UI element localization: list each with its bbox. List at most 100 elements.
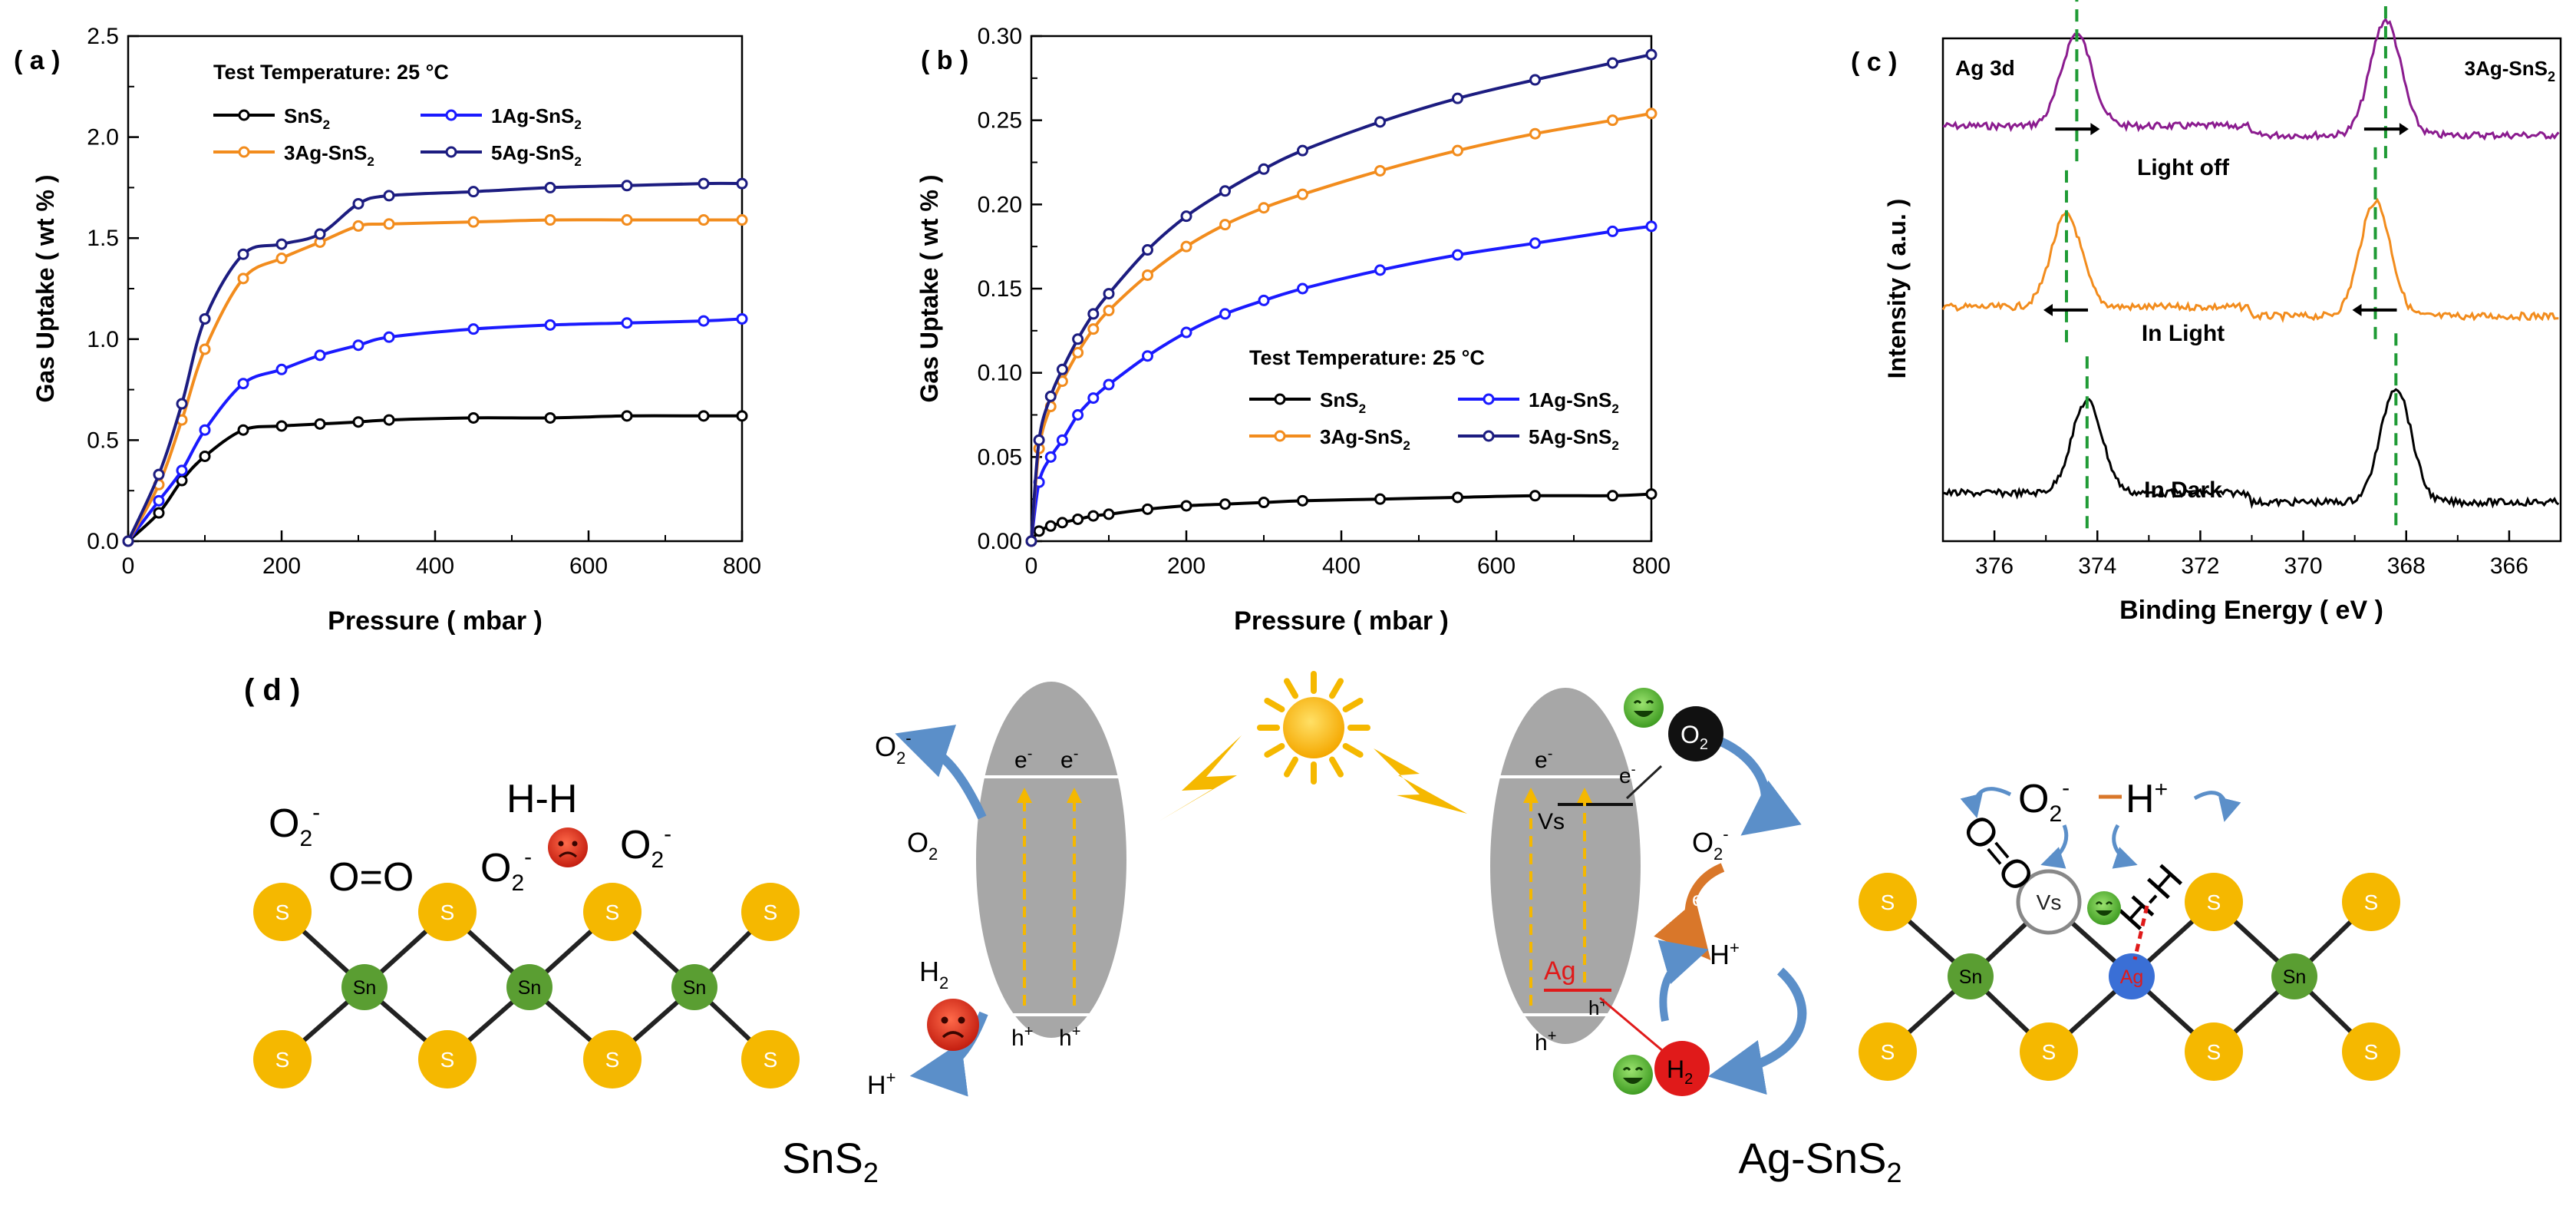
series-line-ag5 xyxy=(1030,53,1652,542)
panel-d-label: ( d ) xyxy=(244,673,300,707)
data-point xyxy=(176,398,188,410)
data-point xyxy=(1452,249,1463,261)
panel-c-corner-left: Ag 3d xyxy=(1955,56,2015,80)
x-tick-label: 600 xyxy=(569,553,608,579)
data-point xyxy=(467,411,480,424)
data-point xyxy=(153,468,165,481)
series-line-ag3 xyxy=(127,218,742,542)
tin-atom: Sn xyxy=(506,964,552,1010)
sad-face-icon xyxy=(927,999,979,1051)
adsorb-arrow-2 xyxy=(2040,824,2069,869)
data-point xyxy=(1529,74,1541,86)
tin-atom: Sn xyxy=(671,964,717,1010)
data-point xyxy=(1452,92,1463,104)
data-point xyxy=(237,273,249,285)
data-point xyxy=(1258,163,1270,175)
h-plus-return-arrow xyxy=(1657,940,1709,1022)
x-tick-label: 0 xyxy=(1025,553,1038,579)
sulfur-atom: S xyxy=(2020,1022,2078,1081)
hole-label-1: h+ xyxy=(1011,1023,1033,1051)
data-point xyxy=(176,464,188,477)
svg-text:S: S xyxy=(1881,1040,1895,1064)
happy-face-icon xyxy=(1613,1055,1653,1095)
y-tick-label: 2.0 xyxy=(87,125,119,150)
data-point xyxy=(621,214,633,226)
x-tick-label: 800 xyxy=(723,553,761,579)
data-point xyxy=(314,418,326,430)
o2-minus-label-1: O2- xyxy=(269,800,320,851)
series-line-ag1 xyxy=(127,317,743,543)
data-point xyxy=(1044,390,1057,402)
sulfur-atom: S xyxy=(741,1030,800,1088)
lightning-icon-right xyxy=(1374,748,1467,814)
data-point xyxy=(1645,488,1657,500)
sun-ray xyxy=(1342,698,1364,712)
panel-a-ylabel: Gas Uptake ( wt % ) xyxy=(31,175,59,403)
data-point xyxy=(383,190,395,202)
ag-hole-label-2: h+ xyxy=(1588,995,1608,1019)
h-h-label: H-H xyxy=(506,777,577,821)
panel-c-corner-right: 3Ag-SnS2 xyxy=(2465,57,2555,84)
electron-label-1: e- xyxy=(1014,745,1032,773)
data-point xyxy=(314,349,326,362)
x-tick-label: 368 xyxy=(2387,553,2426,579)
data-point xyxy=(544,214,556,226)
ag-o2-minus-label: O2- xyxy=(1692,824,1729,864)
panel-b-annotation: Test Temperature: 25 °C xyxy=(1249,346,1485,369)
data-point xyxy=(275,253,288,265)
svg-text:S: S xyxy=(440,1048,455,1072)
data-point xyxy=(1645,220,1657,233)
x-tick-label: 200 xyxy=(262,553,301,579)
legend-label-ag1: 1Ag-SnS2 xyxy=(1529,388,1619,416)
x-tick-label: 374 xyxy=(2078,553,2116,579)
data-point xyxy=(199,312,211,325)
happy-face-icon xyxy=(1624,688,1664,728)
h-plus-band-label: H+ xyxy=(867,1068,895,1100)
svg-text:S: S xyxy=(2364,890,2379,914)
o2-cycle-arrow xyxy=(1717,736,1802,836)
x-tick-label: 400 xyxy=(416,553,454,579)
data-point xyxy=(1452,491,1463,504)
data-point xyxy=(1072,333,1084,345)
panel-a-annotation: Test Temperature: 25 °C xyxy=(213,61,449,84)
right-o2-minus-label: O2- xyxy=(2018,775,2070,827)
svg-text:Sn: Sn xyxy=(353,977,377,999)
sulfur-atom: S xyxy=(2185,873,2243,931)
shift-arrowhead xyxy=(2043,303,2053,316)
sulfur-atom: S xyxy=(2342,1022,2400,1081)
svg-text:S: S xyxy=(2207,890,2221,914)
legend-marker-ag5 xyxy=(445,146,457,158)
right-h-plus-label: H+ xyxy=(2126,777,2168,821)
electron-transfer-line xyxy=(1625,765,1663,800)
data-point xyxy=(1645,48,1657,61)
adsorb-arrow-1 xyxy=(1960,787,2012,818)
data-point xyxy=(1607,57,1618,69)
panel-b-plot-frame xyxy=(1030,35,1653,543)
data-point xyxy=(199,424,211,436)
data-point xyxy=(383,414,395,426)
sulfur-atom: S xyxy=(1859,873,1917,931)
data-point xyxy=(621,180,633,192)
x-tick-label: 366 xyxy=(2490,553,2528,579)
legend-label-ag5: 5Ag-SnS2 xyxy=(491,141,582,169)
ag-sns2-title: Ag-SnS2 xyxy=(1738,1134,1901,1188)
data-point xyxy=(1219,219,1231,231)
adsorb-arrow-4 xyxy=(2193,791,2241,822)
data-point xyxy=(1056,517,1068,529)
sun-ray xyxy=(1284,678,1298,699)
o2-band-label: O2 xyxy=(907,827,938,864)
x-tick-label: 600 xyxy=(1477,553,1516,579)
svg-text:Sn: Sn xyxy=(683,977,707,999)
panel-c-series-label-off: Light off xyxy=(2137,155,2230,180)
series-line-ag3 xyxy=(1030,111,1652,542)
y-tick-label: 0.0 xyxy=(87,529,119,554)
svg-text:S: S xyxy=(2207,1040,2221,1064)
data-point xyxy=(467,323,480,335)
legend-label-sns2: SnS2 xyxy=(284,104,330,132)
data-point xyxy=(544,319,556,331)
data-point xyxy=(237,378,249,390)
data-point xyxy=(1072,346,1084,358)
